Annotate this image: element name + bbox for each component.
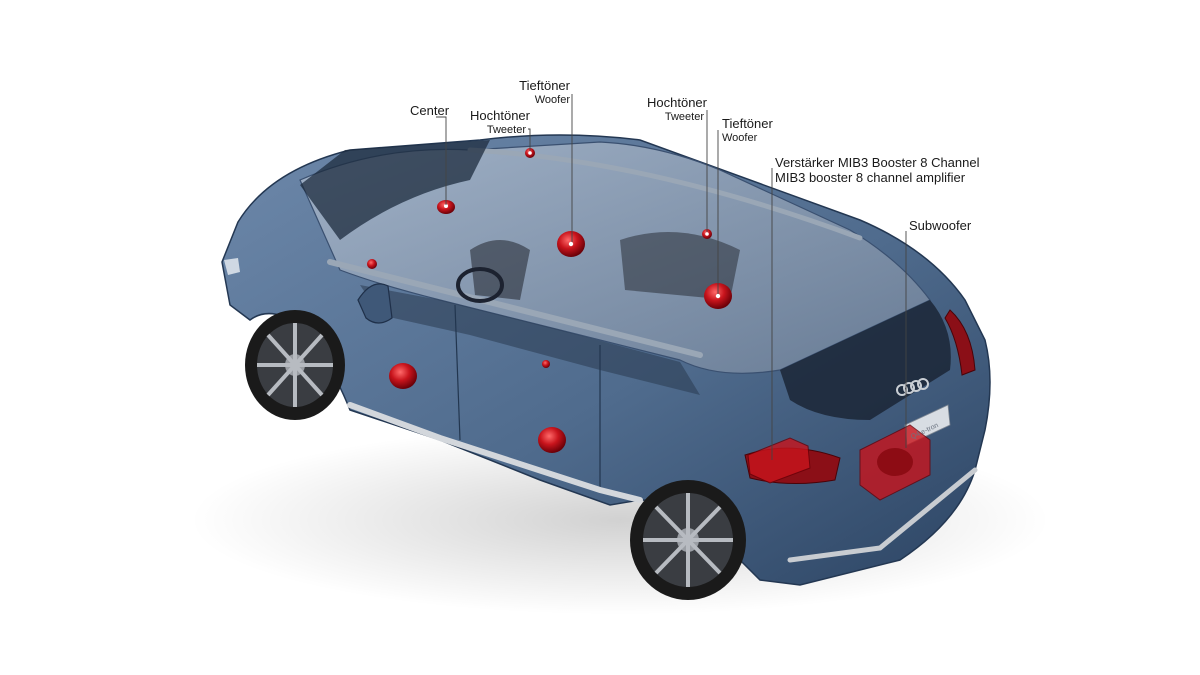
- windshield: [300, 140, 490, 240]
- side-mirror: [357, 283, 393, 324]
- label-woofer-front-sub: Woofer: [534, 94, 570, 106]
- label-subwoofer: Subwoofer: [909, 218, 972, 233]
- steering-wheel: [456, 267, 504, 303]
- label-tweeter-front-main: Hochtöner: [470, 108, 530, 123]
- tweeter-front-speaker: [525, 148, 535, 158]
- tail-light-right: [944, 309, 976, 376]
- rear-window: [780, 300, 951, 420]
- label-woofer-rear-main: Tieftöner: [722, 116, 773, 131]
- roof-rail-right: [467, 147, 863, 241]
- side-windows: [360, 285, 700, 395]
- leader-tweeter-front: [528, 128, 531, 151]
- roof-rail-left: [327, 259, 703, 358]
- chrome-sill: [347, 402, 643, 503]
- label-woofer-front-main: Tieftöner: [519, 78, 570, 93]
- leader-center: [436, 116, 447, 205]
- headlight: [224, 258, 240, 275]
- rear-wheel: [630, 480, 746, 600]
- label-tweeter-front: Hochtöner Tweeter: [470, 108, 530, 136]
- label-woofer-rear: Tieftöner Woofer: [722, 117, 773, 144]
- label-woofer-front: Tieftöner Woofer: [514, 79, 570, 106]
- label-tweeter-rear-sub: Tweeter: [664, 111, 704, 123]
- label-amplifier-line1: Verstärker MIB3 Booster 8 Channel: [775, 155, 980, 170]
- label-tweeter-rear-main: Hochtöner: [647, 95, 707, 110]
- dash-tweeter-left: [367, 259, 377, 269]
- label-center: Center: [410, 103, 450, 118]
- label-woofer-rear-sub: Woofer: [722, 132, 758, 144]
- label-tweeter-rear: Hochtöner Tweeter: [647, 95, 707, 123]
- rear-bench: [620, 232, 740, 300]
- woofer-rear-speaker: [704, 283, 732, 309]
- audi-rings-logo: [896, 378, 929, 396]
- door-tweeter-small: [542, 360, 550, 368]
- door-woofer-rear-lower: [538, 427, 566, 453]
- rear-bumper-trim: [787, 467, 978, 563]
- front-seats: [470, 240, 530, 300]
- center-speaker: [437, 200, 455, 214]
- label-amplifier: Verstärker MIB3 Booster 8 Channel MIB3 b…: [775, 156, 980, 184]
- door-line-front: [454, 304, 461, 441]
- amplifier-unit: [747, 437, 811, 484]
- woofer-front-speaker: [557, 231, 585, 257]
- subwoofer-unit: [859, 424, 931, 501]
- tweeter-rear-speaker: [702, 229, 712, 239]
- door-woofer-front-upper: [389, 363, 417, 389]
- label-amplifier-line2: MIB3 booster 8 channel amplifier: [775, 170, 966, 185]
- front-wheel: [245, 310, 345, 420]
- label-tweeter-front-sub: Tweeter: [486, 124, 526, 136]
